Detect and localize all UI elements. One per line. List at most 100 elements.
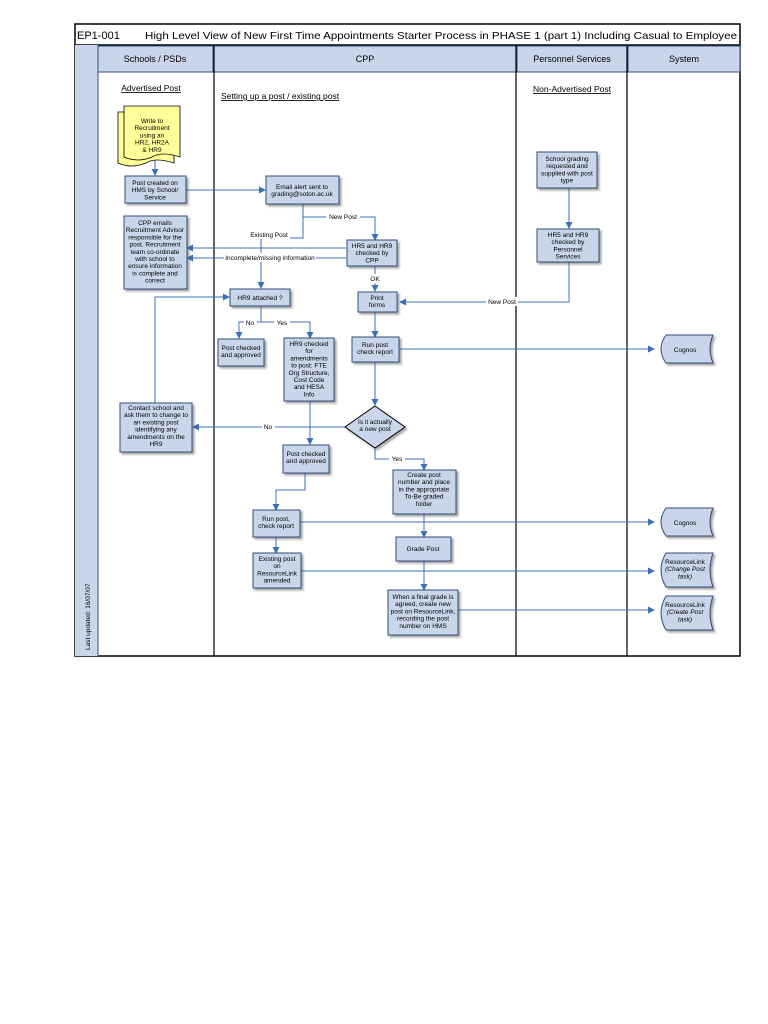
process-box-run-post-check-2: Run post,check report <box>252 509 301 538</box>
node-text-line: check report <box>258 523 294 530</box>
node-text-line: number and place <box>398 479 450 486</box>
node-text-line: CPP emails <box>138 220 173 227</box>
node-text-line: Is it actually <box>358 419 393 426</box>
node-text-line: number on HMS <box>399 623 447 630</box>
node-text-line: Run post, <box>262 516 290 523</box>
node-text-line: HR5 and HR9 <box>548 232 589 239</box>
node-text-line: Existing post <box>259 556 296 563</box>
node-text-line: on <box>273 563 281 570</box>
node-text-line: Post checked <box>286 451 325 458</box>
node-text-line: Create post <box>407 472 441 479</box>
node-label-grade-post: Grade Post <box>407 546 440 553</box>
section-title-advertised: Advertised Post <box>121 83 181 93</box>
node-text-line: agreed, create new <box>395 601 451 608</box>
node-text-line: and approved <box>221 352 261 359</box>
node-text-line: amendments <box>290 355 328 362</box>
node-text-line: Grade Post <box>407 546 440 553</box>
node-text-line: ensure information <box>128 263 182 270</box>
node-text-line: Recruitment Advisor <box>126 227 185 234</box>
node-text-line: and approved <box>286 458 326 465</box>
node-text-line: a new post <box>359 426 391 433</box>
node-text-line: ResourceLink <box>665 602 705 609</box>
node-text-line: Post created on <box>132 180 178 187</box>
edge-labels: New Post Existing Post Incomplete/missin… <box>224 212 518 463</box>
page-title: High Level View of New First Time Appoin… <box>145 30 737 42</box>
node-text-line: with school to <box>134 256 175 263</box>
edge-label-yes-new-post: Yes <box>392 456 403 463</box>
node-text-line: ResourceLink <box>257 570 297 577</box>
edge-label-new-post: New Post <box>329 214 357 221</box>
node-text-line: (Create Post <box>667 609 705 616</box>
edge-label-new-post-personnel: New Post <box>488 299 516 306</box>
system-node-cognos-2: Cognos <box>660 507 714 537</box>
node-text-line: forms <box>369 302 386 309</box>
lane-header-personnel <box>516 45 628 73</box>
lane-headers: Schools / PSDs CPP Personnel Services Sy… <box>97 45 741 73</box>
node-text-line: HR9 checked <box>289 341 328 348</box>
edge-personnel-new-post <box>399 262 570 306</box>
node-text-line: folder <box>416 501 433 508</box>
lane-label-schools: Schools / PSDs <box>124 54 187 64</box>
node-text-line: for <box>305 348 313 355</box>
node-text-line: is complete and <box>132 270 178 277</box>
node-text-line: School grading <box>545 156 589 163</box>
lane-label-system: System <box>669 54 699 64</box>
node-text-line: and HESA <box>294 384 325 391</box>
node-text-line: Post checked <box>221 345 260 352</box>
node-text-line: checked by <box>356 250 390 257</box>
node-text-line: Recruitment <box>134 125 169 132</box>
node-text-line: HR9 <box>149 441 162 448</box>
node-text-line: post. Recruitment <box>130 242 181 249</box>
node-text-line: & HR9 <box>142 147 162 154</box>
node-text-line: Run post <box>362 342 388 349</box>
node-text-line: HMS by School/ <box>132 187 179 194</box>
node-label-cognos-1: Cognos <box>674 347 697 354</box>
node-text-line: Service <box>144 194 166 201</box>
node-text-line: (Change Post <box>665 566 706 573</box>
node-text-line: Cognos <box>674 347 697 354</box>
node-text-line: using an <box>140 132 165 139</box>
node-text-line: When a final grade is <box>392 594 454 601</box>
node-text-line: amendments on the <box>127 434 185 441</box>
lane-label-cpp: CPP <box>356 54 375 64</box>
lane-label-personnel: Personnel Services <box>533 54 611 64</box>
edge-label-yes-hr9: Yes <box>277 320 288 327</box>
node-text-line: Info <box>304 391 315 398</box>
node-text-line: ResourceLink <box>665 559 705 566</box>
process-code: EP1-001 <box>77 30 120 42</box>
node-text-line: check report <box>357 349 393 356</box>
node-label-run-post-check-2: Run post,check report <box>258 516 294 530</box>
node-text-line: requested and <box>546 163 588 170</box>
process-box-hr9-attached: HR9 attached ? <box>229 288 291 307</box>
node-text-line: Services <box>556 254 582 261</box>
node-text-line: Contact school and <box>128 405 184 412</box>
edge-label-existing-post: Existing Post <box>250 232 288 239</box>
